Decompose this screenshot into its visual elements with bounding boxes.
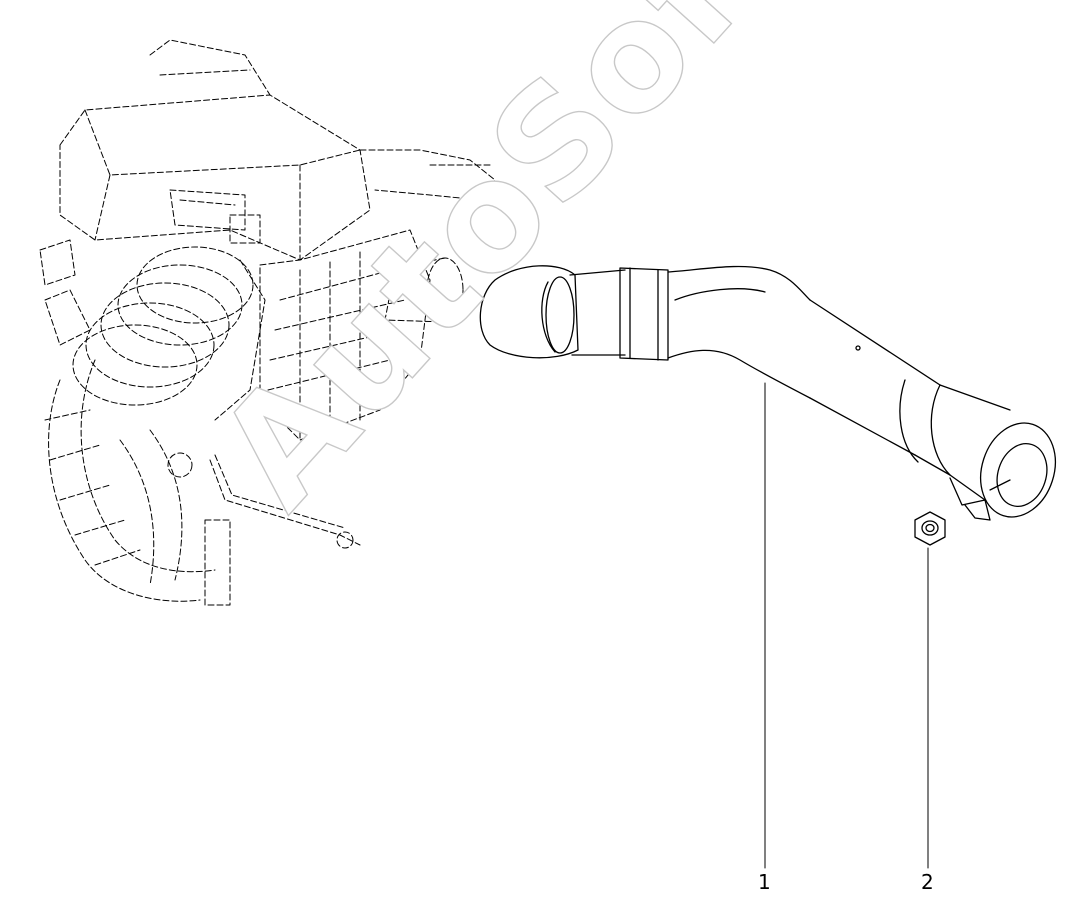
callout-part-2: 2 [921,870,934,894]
callout-part-1: 1 [758,870,771,894]
engine-assembly-phantom [39,39,496,606]
flange-nut [914,511,946,546]
air-intake-duct [479,265,1056,521]
